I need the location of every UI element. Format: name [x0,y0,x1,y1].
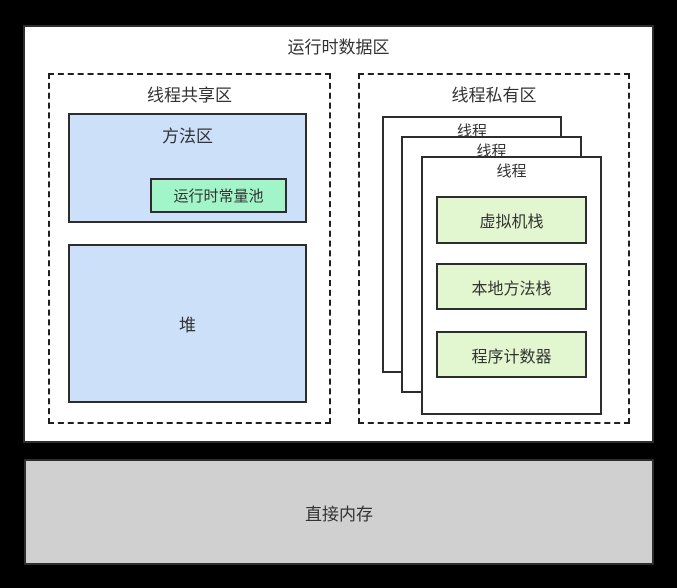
runtime-data-area-title: 运行时数据区 [287,38,390,57]
thread-label-back: 线程 [456,123,487,140]
heap-label: 堆 [179,316,196,335]
vm-stack-label: 虚拟机栈 [479,214,544,231]
thread-label-middle: 线程 [476,143,507,160]
thread-shared-region [48,73,331,424]
direct-memory-box: 直接内存 [24,459,654,565]
heap-box: 堆 [68,244,307,403]
program-counter-box: 程序计数器 [436,331,587,378]
program-counter-label: 程序计数器 [471,348,552,366]
native-method-stack-label: 本地方法栈 [471,280,552,298]
runtime-constant-pool-box: 运行时常量池 [150,178,287,213]
direct-memory-label: 直接内存 [305,504,373,524]
method-area-label: 方法区 [162,127,213,146]
native-method-stack-box: 本地方法栈 [436,263,587,310]
thread-private-region [358,73,630,424]
runtime-constant-pool-label: 运行时常量池 [173,188,264,205]
thread-label-front: 线程 [496,163,527,180]
thread-shared-region-title: 线程共享区 [147,86,232,105]
vm-stack-box: 虚拟机栈 [436,196,587,244]
thread-private-region-title: 线程私有区 [451,86,537,105]
